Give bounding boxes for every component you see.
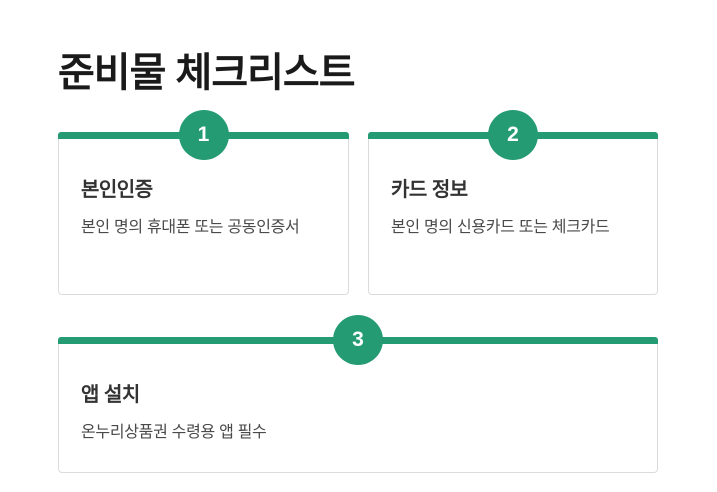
card-title: 앱 설치 [81, 384, 140, 406]
card-content: 본인인증 본인 명의 휴대폰 또는 공동인증서 [59, 133, 348, 243]
card-description: 본인 명의 휴대폰 또는 공동인증서 [81, 219, 300, 236]
checklist-card-app-install: 3 앱 설치 온누리상품권 수령용 앱 필수 [58, 315, 658, 473]
card-title: 본인인증 [81, 179, 153, 201]
page-title: 준비물 체크리스트 [58, 50, 356, 95]
card-content: 앱 설치 온누리상품권 수령용 앱 필수 [59, 338, 657, 448]
step-number-badge: 3 [333, 315, 383, 365]
step-number-badge: 1 [178, 110, 229, 160]
checklist-card-card-info: 2 카드 정보 본인 명의 신용카드 또는 체크카드 [368, 110, 658, 295]
card-description: 본인 명의 신용카드 또는 체크카드 [391, 219, 610, 236]
card-title: 카드 정보 [391, 179, 468, 201]
step-number-badge: 2 [488, 110, 538, 160]
checklist-card-identity: 1 본인인증 본인 명의 휴대폰 또는 공동인증서 [58, 110, 349, 295]
card-content: 카드 정보 본인 명의 신용카드 또는 체크카드 [369, 133, 657, 243]
card-description: 온누리상품권 수령용 앱 필수 [81, 424, 267, 441]
